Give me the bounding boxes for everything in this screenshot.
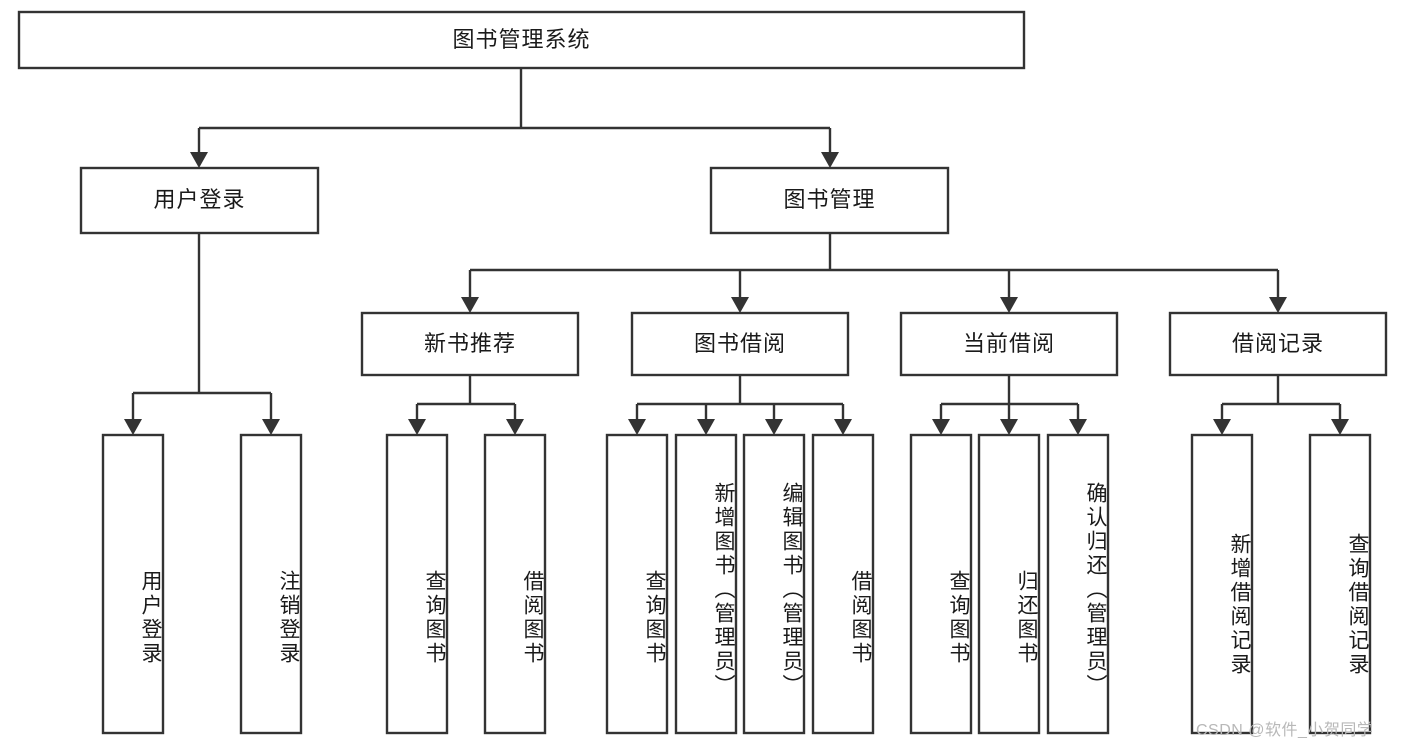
arrow-book-borrow-leaf-0 (628, 419, 646, 435)
connector-group-current-borrow (932, 375, 1087, 435)
arrow-user-login-leaf-1 (262, 419, 280, 435)
node-box-leaf-borrow-record-0[interactable] (1190, 433, 1254, 735)
node-box-leaf-book-borrow-2[interactable] (742, 433, 806, 735)
arrow-book-mgmt-c0 (461, 297, 479, 313)
arrow-current-borrow-leaf-1 (1000, 419, 1018, 435)
node-box-leaf-user-login-0[interactable] (101, 433, 165, 735)
arrow-current-borrow-leaf-2 (1069, 419, 1087, 435)
arrow-new-book-leaf-0 (408, 419, 426, 435)
arrow-current-borrow-leaf-0 (932, 419, 950, 435)
node-box-root[interactable] (17, 10, 1026, 70)
node-box-leaf-new-book-1[interactable] (483, 433, 547, 735)
node-box-leaf-user-login-1[interactable] (239, 433, 303, 735)
arrow-borrow-record-leaf-0 (1213, 419, 1231, 435)
node-box-leaf-book-borrow-0[interactable] (605, 433, 669, 735)
node-box-leaf-book-borrow-3[interactable] (811, 433, 875, 735)
node-box-leaf-current-borrow-0[interactable] (909, 433, 973, 735)
arrow-borrow-record-leaf-1 (1331, 419, 1349, 435)
node-box-current-borrow[interactable] (899, 311, 1119, 377)
node-box-new-book-recommend[interactable] (360, 311, 580, 377)
connector-group-user-login (124, 233, 280, 435)
connector-group-book-mgmt (461, 233, 1287, 313)
node-box-book-management[interactable] (709, 166, 950, 235)
arrow-book-borrow-leaf-3 (834, 419, 852, 435)
arrow-root-to-book-mgmt (821, 152, 839, 168)
connector-group-book-borrow (628, 375, 852, 435)
arrow-book-mgmt-c3 (1269, 297, 1287, 313)
node-box-leaf-current-borrow-2[interactable] (1046, 433, 1110, 735)
node-box-borrow-record[interactable] (1168, 311, 1388, 377)
arrow-root-to-user-login (190, 152, 208, 168)
node-box-leaf-new-book-0[interactable] (385, 433, 449, 735)
arrow-user-login-leaf-0 (124, 419, 142, 435)
arrow-book-borrow-leaf-2 (765, 419, 783, 435)
connector-group-borrow-record (1213, 375, 1349, 435)
arrow-new-book-leaf-1 (506, 419, 524, 435)
node-box-leaf-current-borrow-1[interactable] (977, 433, 1041, 735)
node-box-leaf-book-borrow-1[interactable] (674, 433, 738, 735)
connector-group-root (190, 68, 839, 168)
connector-group-new-book (408, 375, 524, 435)
node-box-leaf-borrow-record-1[interactable] (1308, 433, 1372, 735)
arrow-book-mgmt-c2 (1000, 297, 1018, 313)
arrow-book-mgmt-c1 (731, 297, 749, 313)
node-box-user-login[interactable] (79, 166, 320, 235)
arrow-book-borrow-leaf-1 (697, 419, 715, 435)
node-box-book-borrow[interactable] (630, 311, 850, 377)
